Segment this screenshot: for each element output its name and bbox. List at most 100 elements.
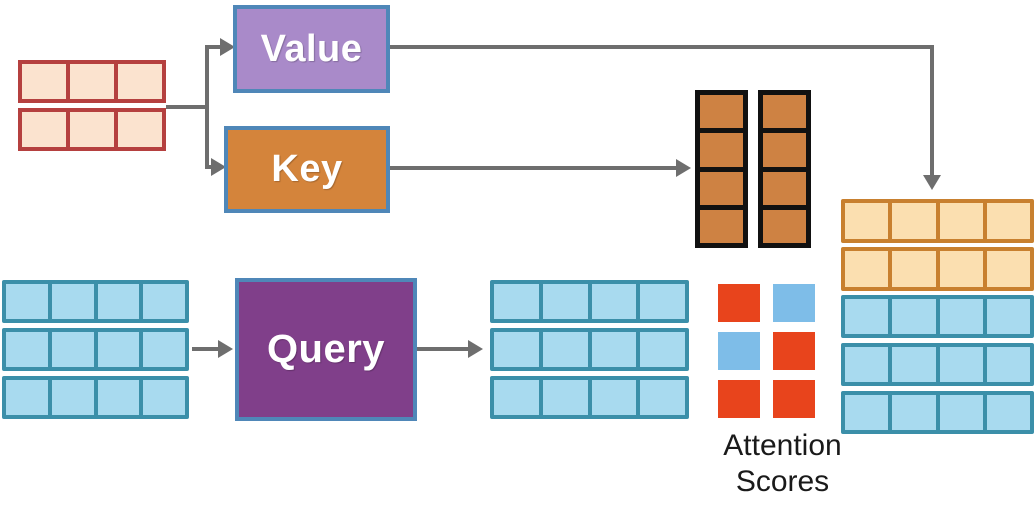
matrix-cell [640, 380, 685, 415]
matrix-cell [763, 95, 806, 134]
matrix-cell [52, 380, 98, 415]
matrix-cell [892, 299, 940, 334]
matrix-cell [940, 299, 987, 334]
input-to-key-arrowhead [211, 158, 226, 176]
matrix-cell [845, 251, 893, 287]
matrix-cell [6, 380, 52, 415]
query-box[interactable]: Query [235, 278, 417, 421]
attention-scores-label-line-1: Attention [723, 429, 842, 462]
matrix-cell [22, 112, 70, 147]
matrix-cell [592, 284, 641, 319]
matrix-cell [143, 380, 185, 415]
key-box-label: Key [271, 148, 343, 190]
query-to-output-arrowhead [468, 340, 483, 358]
matrix-cell [940, 251, 987, 287]
context-output-matrix-row-2 [841, 343, 1034, 386]
matrix-cell [845, 299, 893, 334]
attention-score-cell [718, 284, 760, 322]
target-input-to-query-line [192, 347, 220, 351]
matrix-cell [763, 172, 806, 210]
matrix-cell [940, 203, 987, 239]
matrix-cell [52, 332, 98, 367]
matrix-cell [143, 284, 185, 319]
attention-scores-label: Attention Scores [690, 428, 875, 500]
matrix-cell [118, 64, 162, 99]
matrix-cell [892, 395, 940, 430]
attention-score-cell [773, 380, 815, 418]
matrix-cell [70, 64, 118, 99]
target-input-matrix-row-2 [2, 328, 189, 371]
matrix-cell [763, 133, 806, 172]
key-to-columns-line [390, 166, 678, 170]
attention-scores-grid [718, 284, 815, 418]
matrix-cell [940, 395, 987, 430]
context-output-matrix-row-1 [841, 295, 1034, 338]
query-output-matrix-row-3 [490, 376, 689, 419]
matrix-cell [845, 347, 893, 382]
key-to-columns-arrowhead [676, 159, 691, 177]
target-input-to-query-arrowhead [218, 340, 233, 358]
matrix-cell [543, 332, 592, 367]
matrix-cell [700, 210, 743, 243]
input-branch-stem [166, 105, 209, 109]
matrix-cell [640, 284, 685, 319]
input-branch-vertical [205, 45, 209, 169]
matrix-cell [70, 112, 118, 147]
value-output-horizontal-line [390, 45, 934, 49]
matrix-cell [52, 284, 98, 319]
matrix-cell [987, 347, 1030, 382]
attention-score-cell [773, 332, 815, 370]
attention-score-cell [773, 284, 815, 322]
matrix-cell [940, 347, 987, 382]
input-to-value-arrowhead [220, 38, 235, 56]
context-output-matrix-row-3 [841, 391, 1034, 434]
matrix-cell [98, 380, 144, 415]
key-box[interactable]: Key [224, 126, 390, 213]
source-input-matrix-row-1 [18, 60, 166, 103]
matrix-cell [700, 133, 743, 172]
value-output-arrowhead [923, 175, 941, 190]
input-to-value-line [205, 45, 223, 49]
target-input-matrix-row-1 [2, 280, 189, 323]
matrix-cell [892, 347, 940, 382]
value-box[interactable]: Value [233, 5, 390, 93]
input-to-key-line [205, 165, 214, 169]
query-to-output-line [417, 347, 470, 351]
source-input-matrix-row-2 [18, 108, 166, 151]
attention-score-cell [718, 380, 760, 418]
matrix-cell [494, 332, 543, 367]
query-output-matrix-row-1 [490, 280, 689, 323]
matrix-cell [700, 172, 743, 210]
matrix-cell [98, 332, 144, 367]
matrix-cell [98, 284, 144, 319]
matrix-cell [700, 95, 743, 134]
matrix-cell [892, 203, 940, 239]
matrix-cell [543, 284, 592, 319]
matrix-cell [892, 251, 940, 287]
value-output-matrix-row-2 [841, 247, 1034, 291]
matrix-cell [494, 284, 543, 319]
matrix-cell [987, 251, 1030, 287]
key-column-matrix-col-1 [695, 90, 748, 248]
matrix-cell [987, 395, 1030, 430]
value-box-label: Value [260, 27, 363, 70]
value-output-matrix-row-1 [841, 199, 1034, 243]
attention-score-cell [718, 332, 760, 370]
matrix-cell [987, 203, 1030, 239]
attention-scores-label-line-2: Scores [735, 465, 830, 498]
matrix-cell [592, 332, 641, 367]
matrix-cell [845, 395, 893, 430]
matrix-cell [592, 380, 641, 415]
target-input-matrix-row-3 [2, 376, 189, 419]
matrix-cell [987, 299, 1030, 334]
matrix-cell [6, 284, 52, 319]
matrix-cell [845, 203, 893, 239]
query-box-label: Query [266, 327, 386, 371]
matrix-cell [22, 64, 70, 99]
query-output-matrix-row-2 [490, 328, 689, 371]
value-output-vertical-line [930, 45, 934, 178]
matrix-cell [6, 332, 52, 367]
matrix-cell [640, 332, 685, 367]
matrix-cell [143, 332, 185, 367]
